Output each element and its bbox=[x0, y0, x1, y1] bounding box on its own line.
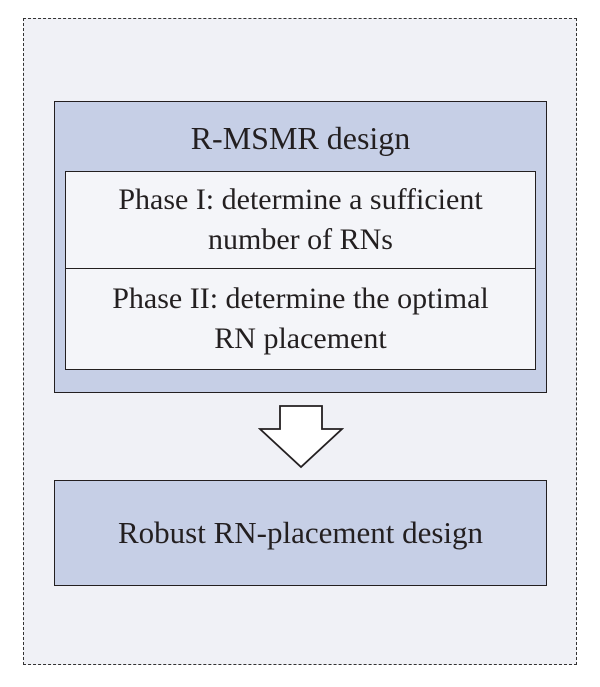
phase-2-line-2: RN placement bbox=[214, 322, 387, 355]
design-box-title: R-MSMR design bbox=[190, 120, 411, 156]
phase-2-text: Phase II: determine the optimal RN place… bbox=[112, 279, 489, 359]
phase-1-line-1: Phase I: determine a sufficient bbox=[118, 183, 483, 216]
phase-1-line-2: number of RNs bbox=[208, 223, 393, 256]
robust-placement-box: Robust RN-placement design bbox=[54, 480, 547, 586]
phase-1-box: Phase I: determine a sufficient number o… bbox=[65, 171, 536, 269]
phase-1-text: Phase I: determine a sufficient number o… bbox=[118, 180, 482, 260]
phase-2-line-1: Phase II: determine the optimal bbox=[112, 282, 489, 315]
arrow-down-icon bbox=[258, 405, 344, 469]
robust-placement-label: Robust RN-placement design bbox=[117, 515, 484, 550]
phase-2-box: Phase II: determine the optimal RN place… bbox=[65, 268, 536, 370]
